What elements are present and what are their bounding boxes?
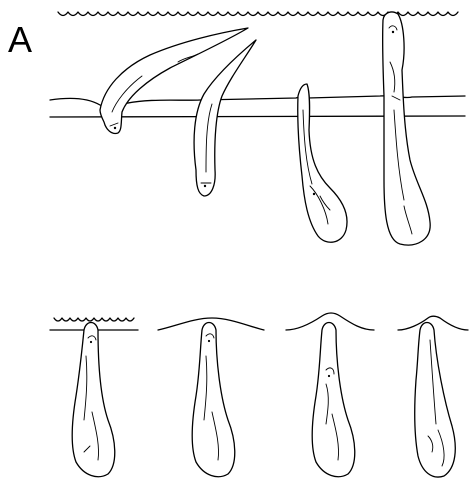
- burrow-stage-3: [286, 313, 374, 477]
- eel-stage-4: [383, 12, 431, 245]
- burrow-stage-2: [158, 318, 264, 477]
- eel-stage-3: [298, 84, 347, 242]
- eel-stage-2: [194, 40, 256, 196]
- burrow-stage-1: [50, 318, 138, 477]
- burrow-stage-4: [398, 316, 468, 477]
